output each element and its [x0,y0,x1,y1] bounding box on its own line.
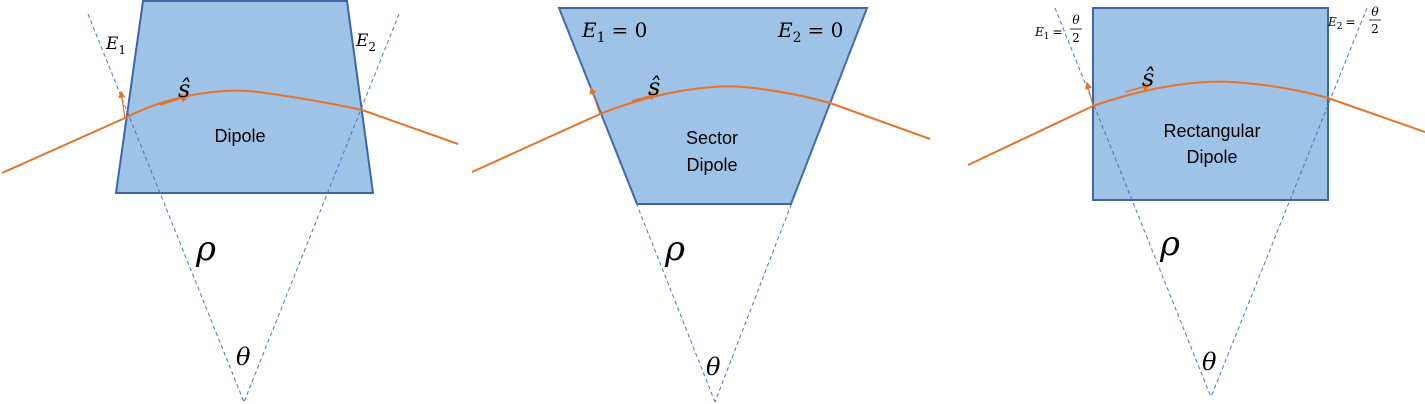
svg-text:E1=: E1= [1034,25,1063,42]
e1-label: E1= 0 [581,18,647,46]
particle-trajectory [1,89,459,174]
rho-label: ρ [664,229,685,269]
s-hat-label: ŝ [178,75,190,103]
panel-rectangular-dipole: E1= θ 2 E2= θ 2 ŝ Rectangular Dipole ρ θ [967,5,1425,398]
panel-sector-dipole: E1= 0 E2= 0 ŝ Sector Dipole ρ θ [471,7,931,403]
edge-guide-left [558,7,716,403]
theta-label: θ [1202,348,1217,376]
dipole-body [114,0,375,194]
particle-trajectory [471,85,931,173]
entrance-normal-arrow [118,90,126,119]
theta-label: θ [706,353,721,381]
entrance-normal-arrow [1084,81,1094,107]
direction-arrow [631,91,659,102]
s-hat-label: ŝ [648,73,660,101]
sector-label-line1: Sector [686,128,738,148]
direction-arrow [1124,82,1152,93]
sector-label-line2: Dipole [686,155,737,175]
particle-trajectory [967,80,1425,166]
e1-frac-numerator: θ [1072,13,1080,27]
rho-label: ρ [1159,224,1180,264]
rect-label-line1: Rectangular [1163,121,1260,141]
svg-text:E2=: E2= [1327,15,1356,32]
rect-label-line2: Dipole [1186,147,1237,167]
panel-dipole: E1 E2 ŝ Dipole ρ θ [1,0,459,403]
e1-label: E1= θ 2 [1034,13,1082,45]
e2-frac-denominator: 2 [1371,22,1379,36]
rho-label: ρ [195,229,216,269]
theta-label: θ [236,343,251,371]
rectangular-dipole-body [1092,7,1329,201]
dipole-label: Dipole [214,126,265,146]
s-hat-label: ŝ [1142,64,1154,92]
e2-label: E2= 0 [777,18,843,46]
e2-frac-numerator: θ [1371,5,1379,19]
edge-guide-right [714,7,868,403]
entrance-normal-arrow [589,86,601,115]
direction-arrow [159,93,190,106]
e1-label: E1 [105,34,126,57]
e1-frac-denominator: 2 [1072,31,1080,45]
e2-label: E2= θ 2 [1327,5,1381,36]
e2-label: E2 [355,31,376,54]
